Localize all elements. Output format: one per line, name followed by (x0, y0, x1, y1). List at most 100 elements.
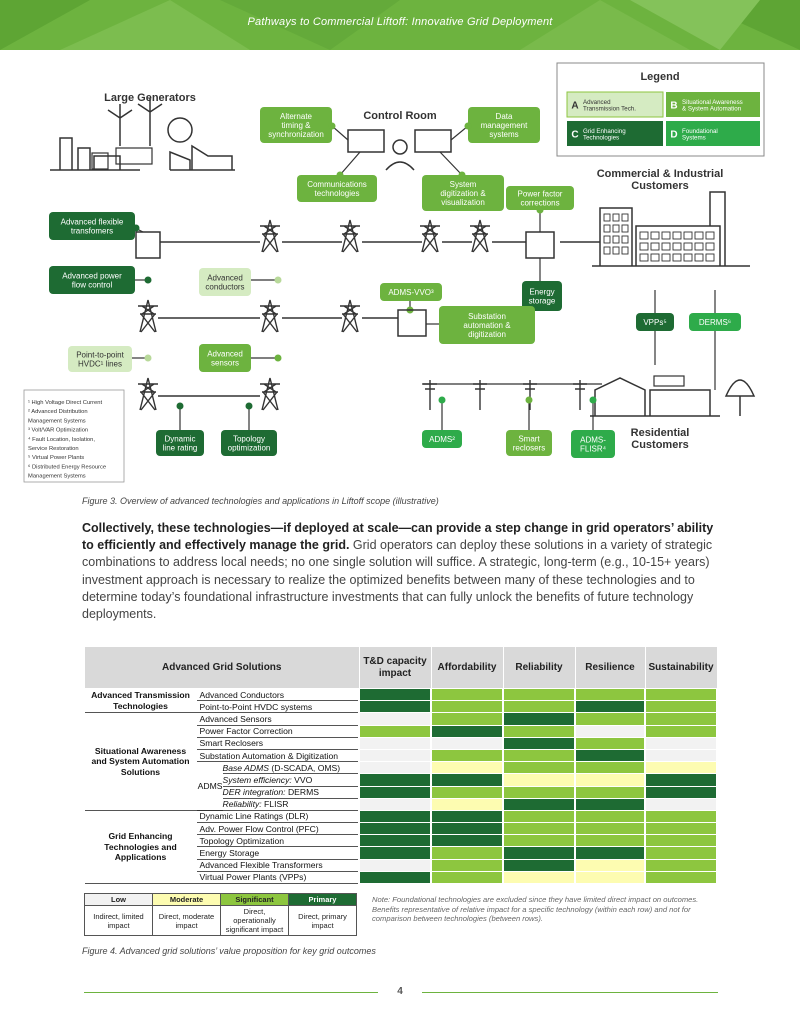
connector (439, 151, 463, 176)
vpps-box (636, 313, 674, 331)
dynamic-line-rating-box (156, 430, 204, 456)
window-icon (661, 242, 671, 251)
solution-label: Power Factor Correction (196, 725, 359, 738)
col-header-affordability: Affordability (430, 646, 504, 689)
solution-label: Energy Storage (196, 846, 359, 860)
rating-cell-significant (644, 822, 718, 836)
rating-cell-significant (502, 687, 576, 702)
col-header-reliability: Reliability (502, 646, 576, 689)
advanced-conductors-box (199, 268, 251, 296)
rating-cell-significant (574, 834, 646, 848)
rating-cell-primary (502, 798, 576, 811)
transmission-tower-icon (260, 299, 280, 333)
footnote-text: Service Restoration (28, 446, 79, 452)
solution-label: Topology Optimization (196, 834, 359, 848)
solution-label: Advanced Sensors (196, 712, 359, 726)
legend-letter: B (670, 101, 677, 112)
table-row: Advanced Flexible Transformers (85, 859, 718, 872)
rating-cell-moderate (574, 859, 646, 872)
rating-cell-primary (358, 871, 432, 885)
col-header-sustainability: Sustainability (644, 646, 718, 689)
group-label: Advanced Transmission Technologies (84, 687, 197, 714)
table-row: Reliability: FLISR (85, 798, 718, 811)
rating-cell-significant (430, 700, 504, 714)
substation-icon (525, 231, 555, 259)
rating-cell-significant (644, 725, 718, 738)
rating-cell-moderate (644, 761, 718, 775)
footnote-text: Management Systems (28, 474, 86, 480)
rating-cell-primary (644, 773, 718, 787)
rating-cell-significant (574, 809, 646, 824)
footnote-text: ⁴ Fault Location, Isolation, (28, 436, 95, 443)
table-row: DER integration: DERMS (85, 786, 718, 799)
rating-cell-significant (430, 871, 504, 885)
rating-cell-primary (574, 749, 646, 763)
rating-cell-significant (502, 822, 576, 836)
paragraph-body: Grid operators can deploy these solution… (82, 538, 713, 622)
data-mgmt-box (468, 107, 540, 143)
solution-label: Base ADMS (D-SCADA, OMS) (222, 761, 359, 775)
rating-cell-low (644, 737, 718, 750)
connector-dot (328, 122, 336, 130)
table-row: Topology Optimization (85, 834, 718, 848)
advanced-power-flow-control-box (49, 266, 135, 294)
rating-cell-primary (358, 773, 432, 787)
window-icon (661, 253, 671, 262)
col-header-td-capacity: T&D capacity impact (358, 646, 432, 689)
solution-label: Virtual Power Plants (VPPs) (196, 871, 359, 885)
connector-dot (144, 354, 152, 362)
system-digitization-box (422, 175, 504, 211)
rating-cell-low (644, 749, 718, 763)
transmission-tower-icon (340, 299, 360, 333)
rating-cell-low (574, 725, 646, 738)
rating-cell-significant (644, 687, 718, 702)
col-header-solutions: Advanced Grid Solutions (84, 646, 360, 689)
solar-panel-icon (115, 147, 153, 165)
table-row: Smart Reclosers (85, 737, 718, 750)
rating-cell-significant (644, 712, 718, 726)
page-header: Pathways to Commercial Liftoff: Innovati… (0, 0, 800, 50)
window-icon (672, 242, 682, 251)
transmission-tower-icon (420, 219, 440, 253)
rating-cell-primary (358, 687, 432, 702)
energy-storage-box (522, 281, 562, 311)
rating-cell-significant (644, 871, 718, 885)
communications-box (297, 175, 377, 202)
adms-box (422, 430, 462, 448)
rating-cell-significant (430, 687, 504, 702)
substation-automation-box (439, 306, 535, 344)
point-to-point-hvdc-box (68, 346, 132, 372)
footer-rule-left (84, 992, 378, 993)
connector (331, 125, 349, 141)
rating-cell-primary (358, 809, 432, 824)
topology-optimization-box (221, 430, 277, 456)
solution-label: Advanced Flexible Transformers (196, 859, 359, 872)
table-row: Substation Automation & Digitization (85, 749, 718, 763)
transmission-tower-icon (470, 219, 490, 253)
connector-dot (458, 171, 466, 179)
monitor-icon (414, 129, 452, 153)
rating-cell-low (358, 749, 432, 763)
residential-house-icon (590, 377, 720, 417)
table-row: Point-to-Point HVDC systems (85, 700, 718, 714)
rating-cell-moderate (502, 773, 576, 787)
table-note: Note: Foundational technologies are excl… (372, 895, 699, 924)
legend-swatch (566, 91, 664, 118)
derms-box (689, 313, 741, 331)
legend-level-significant: Significant (220, 893, 289, 906)
legend-level-moderate: Moderate (152, 893, 221, 906)
monitor-icon (347, 129, 385, 153)
